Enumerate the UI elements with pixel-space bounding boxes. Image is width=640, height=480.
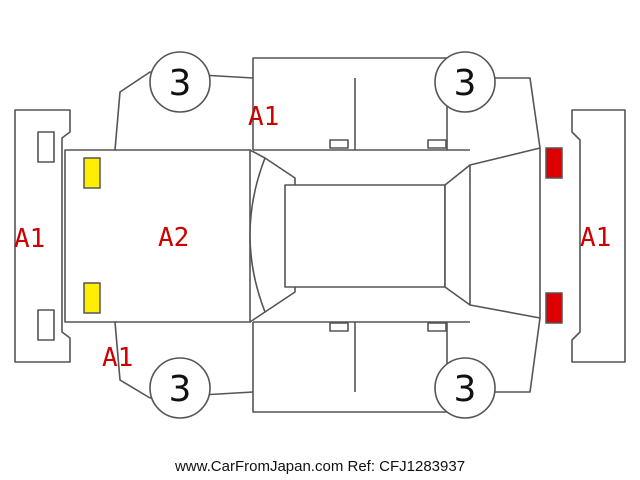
- tire-grade: 3: [169, 63, 192, 104]
- damage-mark-rear-bumper: A1: [14, 224, 45, 254]
- watermark-reference: www.CarFromJapan.com Ref: CFJ1283937: [174, 458, 466, 475]
- rear-bumper: [14, 109, 71, 363]
- wheel-front-right: 3: [434, 357, 496, 419]
- damage-mark-front-door: A1: [102, 343, 133, 373]
- tire-grade: 3: [169, 369, 192, 410]
- car-body: [64, 57, 541, 413]
- wheel-rear-right: 3: [149, 357, 211, 419]
- front-bumper: [571, 109, 626, 363]
- damage-mark-trunk: A2: [158, 223, 189, 253]
- tire-grade: 3: [454, 369, 477, 410]
- rear-lamp-top: [83, 157, 101, 189]
- damage-mark-rear-quarter: A1: [248, 102, 279, 132]
- wheel-front-left: 3: [434, 51, 496, 113]
- rear-lamp-bottom: [83, 282, 101, 314]
- wheel-rear-left: 3: [149, 51, 211, 113]
- front-lamp-top: [545, 147, 563, 179]
- damage-mark-front-bumper: A1: [580, 223, 611, 253]
- tire-grade: 3: [454, 63, 477, 104]
- front-lamp-bottom: [545, 292, 563, 324]
